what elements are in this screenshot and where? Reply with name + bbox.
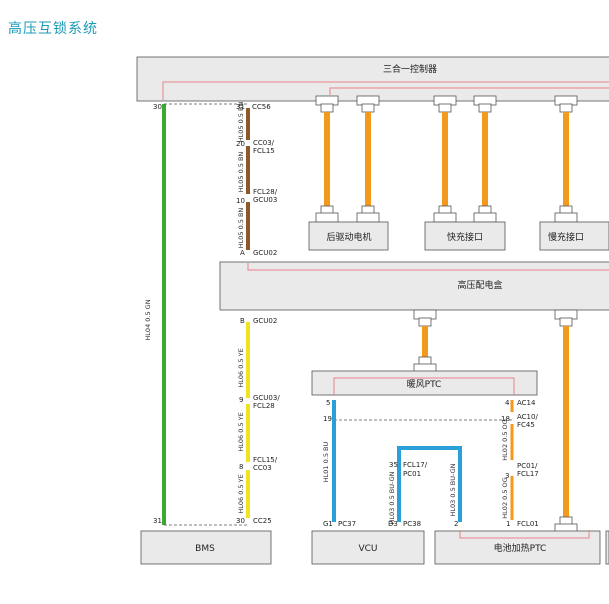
fast-port-box (424, 221, 506, 251)
controller-label: 三合一控制器 (383, 63, 437, 75)
pin-1: 1 (506, 520, 510, 528)
pin-gcu03: GCU03 (253, 196, 277, 204)
orange-wire-bottom-label: HL02 0.5 OG (501, 477, 509, 518)
page-title: 高压互锁系统 (8, 21, 98, 37)
pin-4: 4 (505, 399, 510, 407)
pin-30-cc25: 30 (236, 517, 245, 525)
pin-30: 30 (153, 103, 162, 111)
edge-box (605, 530, 609, 565)
yellow-wire-label-2: HL06 0.5 YE (237, 412, 245, 451)
hv-box-loop (247, 263, 609, 271)
vcu-label: VCU (358, 544, 377, 554)
battery-ptc-connectors (554, 516, 578, 533)
pin-cc03: CC03/ (253, 139, 275, 147)
ptc-top-connectors (413, 356, 437, 373)
pin-fcl15-b: FCL15/ (253, 456, 278, 464)
battery-ptc-box (434, 530, 601, 565)
pin-pc37: PC37 (338, 520, 356, 528)
pin-31-cc56: 31 (236, 103, 245, 111)
orange-wire-top-label: HL02 0.5 OG (501, 419, 509, 460)
pin-pc01: PC01/ (517, 462, 538, 470)
bms-label: BMS (195, 544, 215, 554)
yellow-wire-label-3: HL06 0.5 YE (237, 474, 245, 513)
pin-b: B (240, 317, 245, 325)
pin-2: 2 (454, 520, 458, 528)
pin-19: 19 (323, 415, 332, 423)
pin-31-bms: 31 (153, 517, 162, 525)
pin-9: 9 (239, 396, 243, 404)
hv-box (219, 261, 609, 311)
green-wire-label: HL04 0.5 GN (144, 299, 152, 340)
pin-5: 5 (326, 399, 330, 407)
controller-interlock-loop (162, 81, 609, 100)
brown-wire-label-1: HL05 0.5 BN (237, 102, 245, 143)
battery-ptc-label: 电池加热PTC (494, 542, 547, 554)
pin-g1: G1 (323, 520, 333, 528)
pin-gcu02-b: GCU02 (253, 317, 277, 325)
pin-fcl28-b: FCL28 (253, 402, 275, 410)
pin-fc45: FC45 (517, 421, 535, 429)
pin-cc03-b: CC03 (253, 464, 272, 472)
pin-gcu02-a: GCU02 (253, 249, 277, 257)
pin-fcl17: FCL17/ (403, 461, 428, 469)
rear-motor-box (308, 221, 389, 251)
device-connectors (315, 205, 578, 223)
pin-35: 35 (389, 461, 398, 469)
pin-pc38: PC38 (403, 520, 421, 528)
pin-cc56: CC56 (252, 103, 271, 111)
pin-3: 3 (505, 472, 509, 480)
pin-fcl28: FCL28/ (253, 188, 278, 196)
slow-port-label: 慢充接口 (548, 231, 584, 243)
pin-fcl17-r: FCL17 (517, 470, 539, 478)
ptc-air-label: 暖风PTC (407, 378, 442, 390)
blue-wire-mid-label: HL03 0.5 BU-GN (388, 471, 396, 524)
hv-box-label: 高压配电盒 (457, 279, 502, 291)
orange-hv-wires-top (324, 112, 569, 206)
pin-a: A (240, 249, 245, 257)
pin-gcu03-b: GCU03/ (253, 394, 280, 402)
rear-motor-label: 后驱动电机 (326, 231, 371, 243)
fast-port-label: 快充接口 (447, 231, 483, 243)
pin-cc25: CC25 (253, 517, 272, 525)
vcu-box (311, 530, 425, 565)
blue-wire-right-label: HL03 0.5 BU-GN (449, 463, 457, 516)
blue-wire-left-label: HL01 0.5 BU (322, 442, 330, 483)
pin-ac14: AC14 (517, 399, 536, 407)
hv-box-bottom-connectors (413, 309, 578, 327)
brown-wire-label-2: HL05 0.5 BN (237, 152, 245, 193)
brown-wire-label-3: HL05 0.5 BN (237, 208, 245, 249)
ptc-air-loop (333, 377, 515, 395)
controller-box (136, 56, 609, 102)
ptc-air-box (311, 370, 538, 396)
slow-port-box (539, 221, 609, 251)
blue-wire-mid (397, 446, 462, 522)
pin-pc01-b: PC01 (403, 470, 421, 478)
pin-fcl01: FCL01 (517, 520, 539, 528)
pin-fcl15: FCL15 (253, 147, 275, 155)
yellow-wire-label-1: HL06 0.5 YE (237, 348, 245, 387)
pin-ac10: AC10/ (517, 413, 538, 421)
pin-18: 18 (501, 415, 510, 423)
pin-d3: D3 (388, 520, 398, 528)
pin-20: 20 (236, 140, 245, 148)
pin-10: 10 (236, 197, 245, 205)
bms-box (140, 530, 272, 565)
pin-8: 8 (239, 463, 243, 471)
controller-interlock-loop-2 (329, 87, 609, 95)
battery-ptc-loop (459, 530, 590, 539)
